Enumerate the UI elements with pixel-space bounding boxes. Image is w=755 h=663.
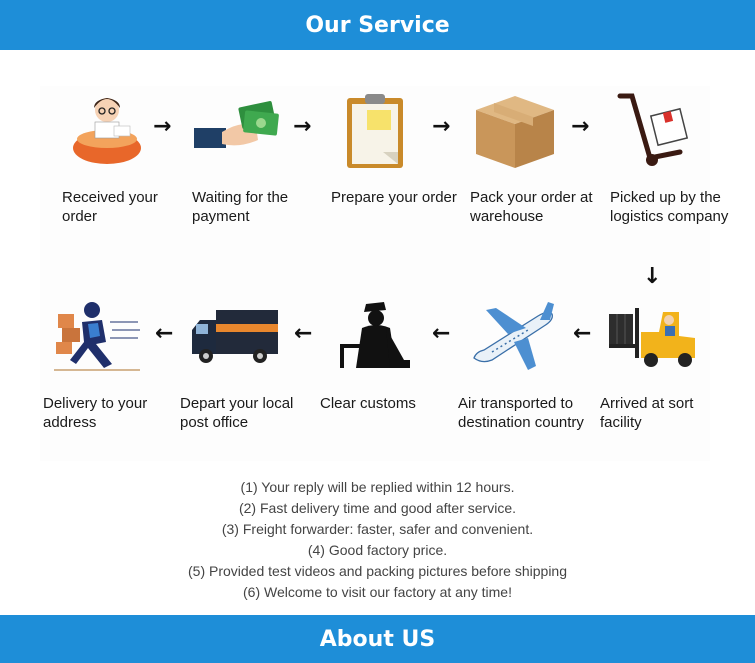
customs-officer-icon	[340, 302, 410, 368]
delivery-person-icon	[54, 302, 140, 371]
step-label: Arrived at sort facility	[600, 395, 694, 431]
note-item: (4) Good factory price.	[307, 542, 448, 558]
step-label: Clear customs	[320, 395, 416, 412]
step-received-order: Received your order	[62, 92, 182, 225]
service-notes: (1) Your reply will be replied within 12…	[0, 477, 755, 603]
step-label: Pack your order at warehouse	[470, 189, 593, 225]
arrow-left-icon: ←	[432, 321, 451, 346]
arrow-right-icon: →	[432, 114, 451, 139]
note-item: (1) Your reply will be replied within 12…	[240, 479, 515, 495]
arrow-left-icon: ←	[155, 321, 174, 346]
airplane-icon	[473, 302, 554, 370]
step-label: Picked up by the logistics company	[610, 189, 729, 225]
note-item: (5) Provided test videos and packing pic…	[188, 563, 567, 579]
step-label: Air transported to destination country	[458, 395, 584, 431]
truck-icon	[192, 310, 278, 363]
arrow-right-icon: →	[571, 114, 590, 139]
step-arrived-sort-facility: Arrived at sort facility	[600, 298, 727, 431]
step-waiting-payment: Waiting for the payment	[192, 92, 312, 225]
hand-truck-icon	[617, 93, 689, 166]
our-service-header: Our Service	[0, 0, 755, 50]
payment-icon	[194, 101, 279, 148]
arrow-right-icon: →	[293, 114, 312, 139]
footer-title: About US	[319, 626, 436, 652]
customer-service-icon	[73, 98, 141, 164]
step-air-transported: Air transported to destination country	[458, 298, 588, 431]
arrow-down-icon: ↓	[643, 264, 662, 289]
step-label: Waiting for the payment	[192, 189, 289, 225]
step-clear-customs: Clear customs	[320, 298, 450, 412]
about-us-header: About US	[0, 615, 755, 663]
step-pack-order: Pack your order at warehouse	[470, 92, 593, 225]
step-label: Delivery to your address	[43, 395, 148, 431]
step-label: Received your order	[62, 189, 158, 225]
forklift-icon	[609, 308, 695, 367]
arrow-left-icon: ←	[573, 321, 592, 346]
step-delivery-address: Delivery to your address	[43, 298, 172, 431]
arrow-right-icon: →	[153, 114, 172, 139]
arrow-left-icon: ←	[294, 321, 313, 346]
step-depart-post-office: Depart your local post office	[180, 298, 310, 431]
note-item: (6) Welcome to visit our factory at any …	[243, 584, 512, 600]
step-label: Prepare your order	[331, 189, 457, 206]
step-prepare-order: Prepare your order	[331, 92, 457, 206]
note-item: (2) Fast delivery time and good after se…	[238, 500, 516, 516]
clipboard-icon	[347, 94, 403, 168]
note-item: (3) Freight forwarder: faster, safer and…	[221, 521, 534, 537]
step-picked-up: Picked up by the logistics company	[610, 92, 730, 225]
step-label: Depart your local post office	[180, 395, 294, 431]
header-title: Our Service	[305, 12, 450, 38]
box-icon	[476, 96, 554, 168]
